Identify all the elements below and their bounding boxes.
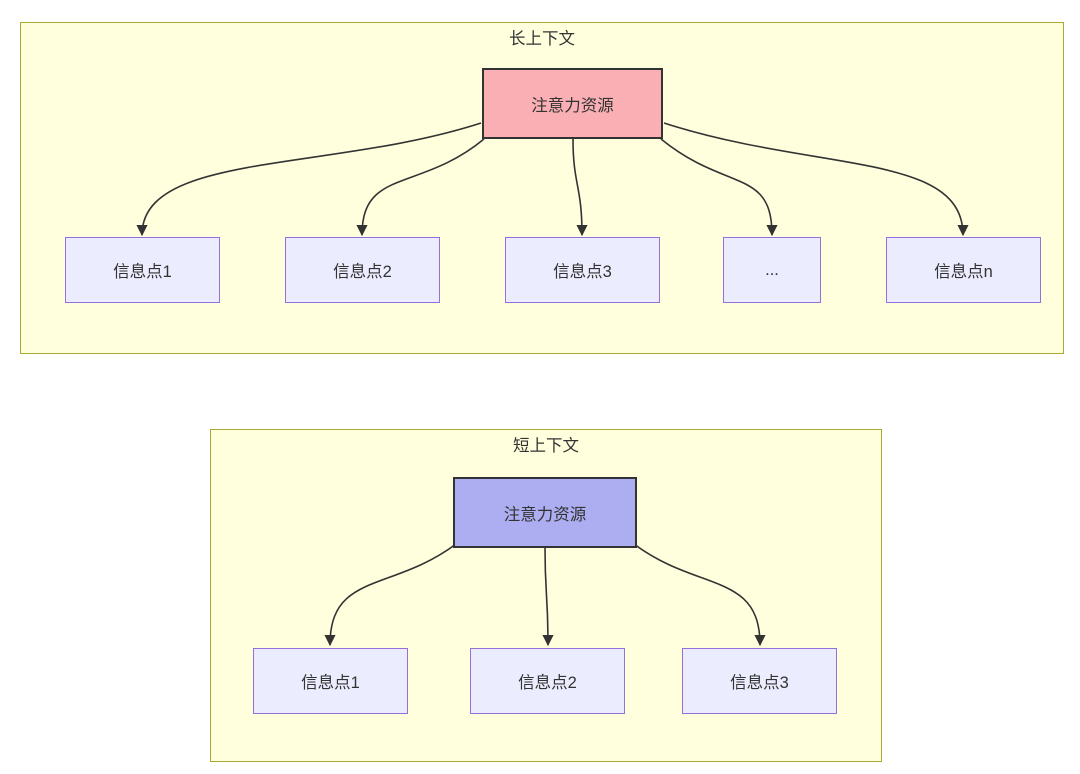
node-long-info3: 信息点3 xyxy=(505,237,660,303)
node-short-info3-label: 信息点3 xyxy=(730,674,789,692)
node-short-info3: 信息点3 xyxy=(682,648,837,714)
node-long-attention-label: 注意力资源 xyxy=(531,96,614,115)
node-long-info1: 信息点1 xyxy=(65,237,220,303)
node-long-info2: 信息点2 xyxy=(285,237,440,303)
node-short-info1-label: 信息点1 xyxy=(301,674,360,692)
node-short-attention-label: 注意力资源 xyxy=(503,505,587,524)
node-short-attention: 注意力资源 xyxy=(453,477,637,548)
node-short-info2: 信息点2 xyxy=(470,648,625,714)
cluster-long-context-title: 长上下文 xyxy=(509,30,575,48)
cluster-short-context-title: 短上下文 xyxy=(513,437,579,455)
node-long-info1-label: 信息点1 xyxy=(113,263,172,281)
node-long-info2-label: 信息点2 xyxy=(333,263,392,281)
node-long-ellipsis: ... xyxy=(723,237,821,303)
node-short-info2-label: 信息点2 xyxy=(518,674,577,692)
node-long-attention: 注意力资源 xyxy=(482,68,663,139)
node-long-ellipsis-label: ... xyxy=(765,260,779,279)
node-short-info1: 信息点1 xyxy=(253,648,408,714)
node-long-info3-label: 信息点3 xyxy=(553,263,612,281)
node-long-infon-label: 信息点n xyxy=(934,263,993,281)
node-long-infon: 信息点n xyxy=(886,237,1041,303)
